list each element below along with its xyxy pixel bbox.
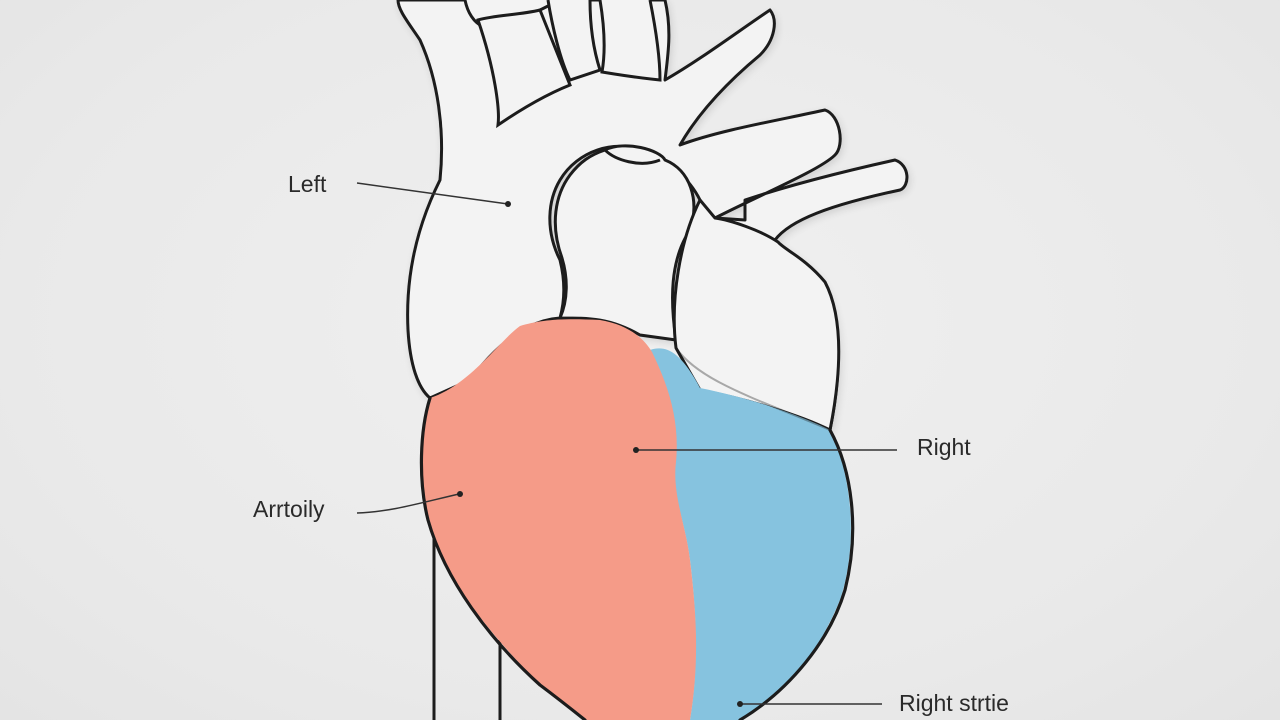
upper-branch-loop <box>476 8 572 129</box>
label-left: Left <box>288 171 327 197</box>
leader-artery <box>356 493 460 514</box>
heart-outline <box>419 396 855 720</box>
dot-right-atrium <box>737 701 743 707</box>
left-ventricle <box>421 319 697 720</box>
leader-lines <box>356 182 897 705</box>
label-right-atrium: Right strtie <box>899 690 1009 716</box>
subclavian-branch <box>598 0 662 82</box>
label-artery: Arrtoily <box>253 496 325 522</box>
right-ventricle <box>650 348 851 720</box>
dot-right <box>633 447 639 453</box>
carotid-branch <box>546 0 602 82</box>
label-right: Right <box>917 434 971 460</box>
leader-dots <box>457 201 743 707</box>
leader-left <box>356 182 509 205</box>
ventricle-top-edge <box>675 347 831 431</box>
right-upper-chamber <box>672 198 841 432</box>
dot-artery <box>457 491 463 497</box>
aorta-ring-inner <box>603 148 661 165</box>
dot-left <box>505 201 511 207</box>
